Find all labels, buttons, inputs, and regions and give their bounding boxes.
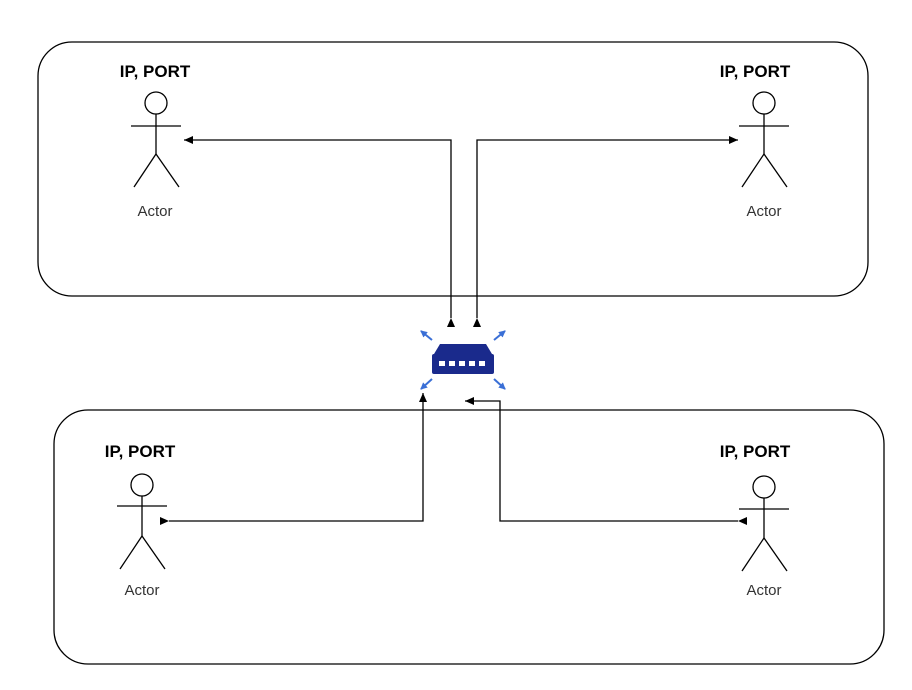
actor-icon [739,91,789,188]
actor-top-left: IP, PORT Actor [120,62,191,220]
connector-bottom-left-to-switch [160,393,427,525]
connector-bottom-right-to-switch [465,397,747,525]
actor-icon [117,473,167,570]
actor-address-label: IP, PORT [720,62,791,81]
actor-name-label: Actor [746,582,781,599]
actor-address-label: IP, PORT [720,442,791,461]
actor-address-label: IP, PORT [120,62,191,81]
connectors [160,136,747,525]
actor-icon [131,91,181,188]
actor-icon [739,475,789,572]
network-switch-icon [420,330,506,390]
actor-address-label: IP, PORT [105,442,176,461]
connector-switch-to-top-right [473,136,738,327]
actor-name-label: Actor [124,582,159,599]
connector-switch-to-top-left [184,136,455,327]
actor-name-label: Actor [746,203,781,220]
actor-top-right: IP, PORT Actor [720,62,791,220]
actor-bottom-left: IP, PORT Actor [105,442,176,599]
actor-name-label: Actor [137,203,172,220]
